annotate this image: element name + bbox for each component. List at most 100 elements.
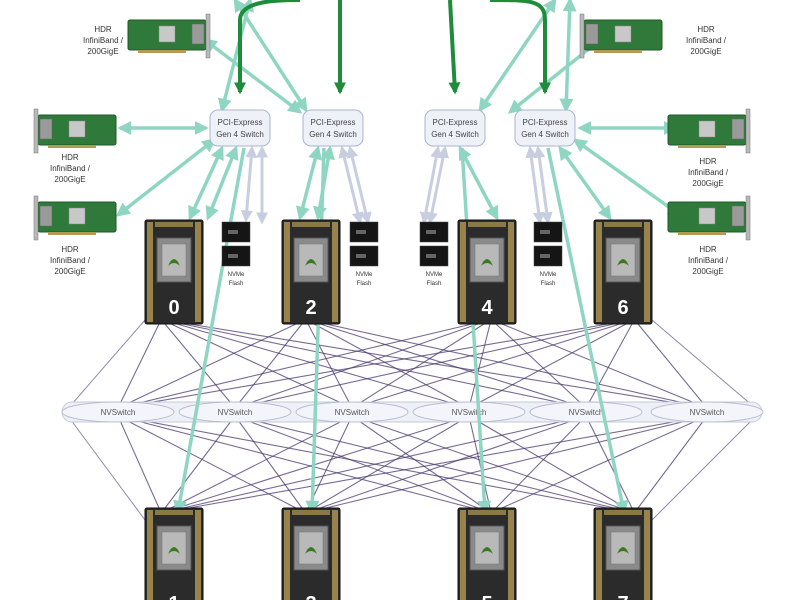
gpu-number: 0	[168, 297, 179, 319]
nvlink-line	[307, 323, 353, 409]
nic-label-line2: InfiniBand /	[50, 164, 91, 173]
nic-connector	[731, 118, 745, 140]
nvlink-line	[468, 415, 491, 509]
nvlink-line	[170, 415, 353, 509]
nvme-label-line1: NVMe	[356, 272, 373, 278]
nvme-label-line1: NVMe	[540, 272, 557, 278]
gpu-edge	[644, 222, 650, 322]
gpu-1: 1	[144, 507, 204, 600]
nic-label-line3: 200GigE	[692, 179, 723, 188]
gpu-number: 4	[481, 297, 493, 319]
nvswitch-shape	[178, 401, 292, 423]
gpu-edge	[604, 510, 642, 515]
nvlink-line	[468, 323, 627, 409]
gpu-edge	[292, 222, 330, 227]
nic-bracket	[745, 195, 751, 241]
nic-connector	[585, 23, 599, 45]
nvlink-line	[234, 323, 303, 409]
nic-link	[217, 0, 255, 113]
nvme-label-line2: Flash	[541, 281, 556, 287]
nic-label-line2: InfiniBand /	[83, 36, 124, 45]
nvlink-line	[495, 323, 587, 409]
nvme-link	[240, 145, 258, 223]
gpu-edge	[155, 222, 193, 227]
gpu-edge	[508, 222, 514, 322]
nic-bracket	[33, 195, 39, 241]
nic-link	[478, 0, 557, 113]
gpus: 02461357	[144, 219, 653, 600]
nic-label-line1: HDR	[94, 25, 112, 34]
nic-link	[559, 0, 577, 113]
nic-chip	[68, 207, 86, 225]
gpu-edge	[332, 222, 338, 322]
pcie-switch-box	[514, 109, 576, 147]
gpu-logo-icon	[168, 547, 180, 554]
nic-gold-fingers	[678, 232, 726, 235]
nvswitch-label: NVSwitch	[218, 408, 253, 417]
nvlink-line	[319, 323, 587, 409]
nvlink-line	[117, 323, 160, 409]
nvlink-line	[188, 323, 708, 409]
nic-label-line3: 200GigE	[54, 267, 85, 276]
nvswitch-shape	[61, 401, 175, 423]
nvlink-line	[351, 323, 485, 409]
nic-link	[458, 145, 499, 221]
nvme-drive-detail	[356, 254, 366, 258]
nic-connector	[39, 205, 53, 227]
nvswitch-shape	[650, 401, 764, 423]
nic-gold-fingers	[48, 145, 96, 148]
gpu-edge	[508, 510, 514, 600]
pcie-switch-line2: Gen 4 Switch	[216, 130, 264, 139]
nic-label-line1: HDR	[699, 157, 717, 166]
nic-label-line1: HDR	[699, 245, 717, 254]
nvlink-line	[325, 323, 708, 409]
nvme-link	[346, 145, 372, 225]
nvme-drive-detail	[540, 254, 550, 258]
gpu-edge	[195, 510, 201, 600]
nvswitch-shape	[529, 401, 643, 423]
nvlink-line	[176, 415, 470, 509]
nvlink-line	[351, 323, 621, 409]
nvswitch-label: NVSwitch	[452, 408, 487, 417]
gpu-edge	[147, 222, 153, 322]
nic-label-line3: 200GigE	[692, 267, 723, 276]
nvlink-line	[637, 323, 708, 409]
nvme-drive-detail	[426, 254, 436, 258]
pcie-switch-box	[209, 109, 271, 147]
nic-connector	[191, 23, 205, 45]
pcie-switch-line1: PCI-Express	[218, 118, 263, 127]
nvme-link	[338, 145, 364, 225]
nic-bracket	[33, 108, 39, 154]
nvlink-line	[117, 415, 473, 509]
nvlink-line	[637, 415, 708, 509]
nvlink-line	[117, 415, 160, 509]
pcie-gpu-link	[546, 147, 629, 515]
nvme-drive-detail	[540, 230, 550, 234]
nic-link	[115, 138, 217, 217]
nvlink-line	[234, 415, 615, 509]
gpu-edge	[332, 510, 338, 600]
nvlink-line	[234, 415, 479, 509]
nic-label-line2: InfiniBand /	[50, 256, 91, 265]
nvlink-line	[188, 415, 708, 509]
nvlink-line	[501, 415, 708, 509]
pcie-gpu-link	[305, 147, 326, 515]
nic-connector	[731, 205, 745, 227]
nvlink-line	[164, 323, 236, 409]
nic-gold-fingers	[138, 50, 186, 53]
nvlink-line	[307, 415, 353, 509]
gpu-4: 4	[457, 219, 517, 325]
nvlink-line	[234, 415, 303, 509]
pcie-gpu-link	[460, 147, 492, 515]
